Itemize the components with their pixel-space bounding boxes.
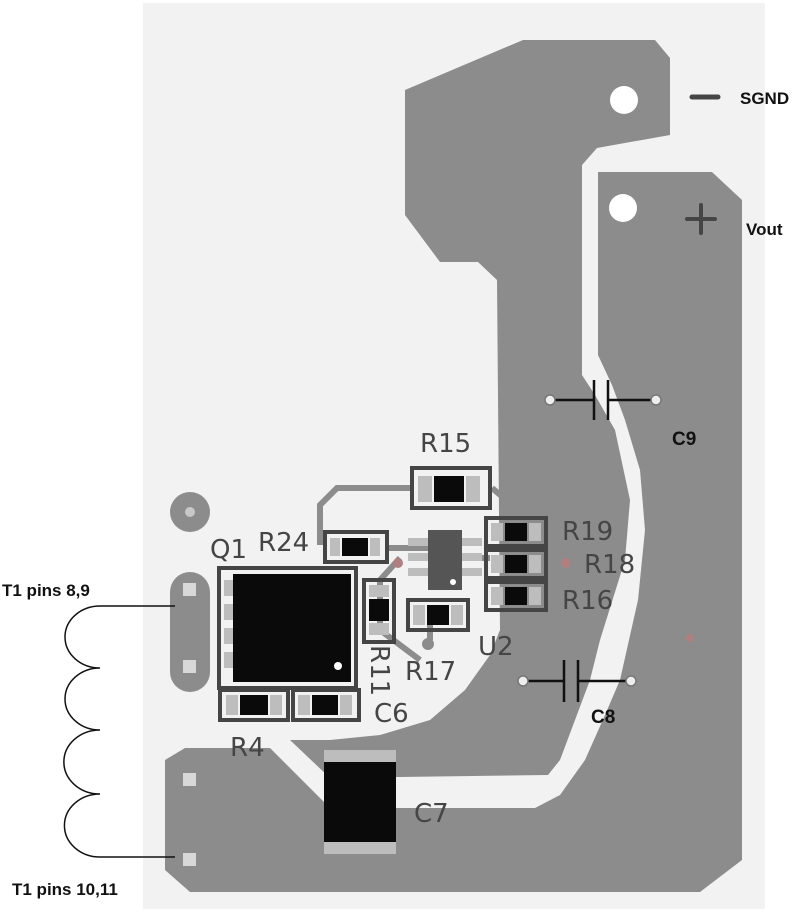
r15-resistor — [410, 466, 492, 510]
r11-resistor — [362, 578, 396, 644]
label-r16: R16 — [562, 586, 613, 616]
label-c8: C8 — [591, 707, 615, 728]
label-c9: C9 — [672, 429, 696, 450]
label-t1-pins-10-11: T1 pins 10,11 — [12, 880, 118, 899]
pad-t1-10-11-upper — [183, 773, 196, 786]
label-sgnd: SGND — [740, 89, 789, 108]
r17-resistor — [406, 598, 470, 632]
pad-t1-8-9 — [170, 572, 210, 692]
c9-capacitor-symbol — [550, 380, 656, 420]
label-r17: R17 — [405, 657, 456, 687]
sgnd-terminal-hole — [610, 86, 638, 114]
label-vout: Vout — [746, 220, 783, 239]
c7-capacitor — [324, 750, 396, 854]
label-r15: R15 — [420, 429, 471, 459]
label-r19: R19 — [562, 517, 613, 547]
vout-terminal-hole — [609, 194, 637, 222]
label-r4: R4 — [230, 733, 265, 763]
r24-resistor — [323, 530, 389, 564]
vout-copper-pour — [165, 172, 742, 892]
label-c6: C6 — [374, 699, 409, 729]
c8-capacitor-symbol — [523, 660, 631, 702]
plus-sign — [685, 203, 717, 235]
label-c7: C7 — [414, 799, 449, 829]
label-q1: Q1 — [210, 535, 247, 565]
u2-ic — [408, 530, 482, 590]
q1-mosfet — [217, 566, 358, 690]
label-r24: R24 — [258, 528, 309, 558]
label-t1-pins-8-9: T1 pins 8,9 — [2, 581, 90, 600]
r18-resistor — [484, 548, 548, 580]
sgnd-copper-pour — [290, 40, 670, 778]
r16-resistor — [484, 580, 548, 612]
pad-t1-10-11-lower — [183, 853, 196, 866]
label-u2: U2 — [478, 632, 514, 662]
label-r11: R11 — [364, 645, 394, 696]
r19-resistor — [484, 516, 548, 548]
label-r18: R18 — [584, 550, 635, 580]
c6-capacitor — [291, 688, 361, 722]
t1-winding — [63, 605, 175, 858]
r4-resistor — [218, 688, 290, 722]
